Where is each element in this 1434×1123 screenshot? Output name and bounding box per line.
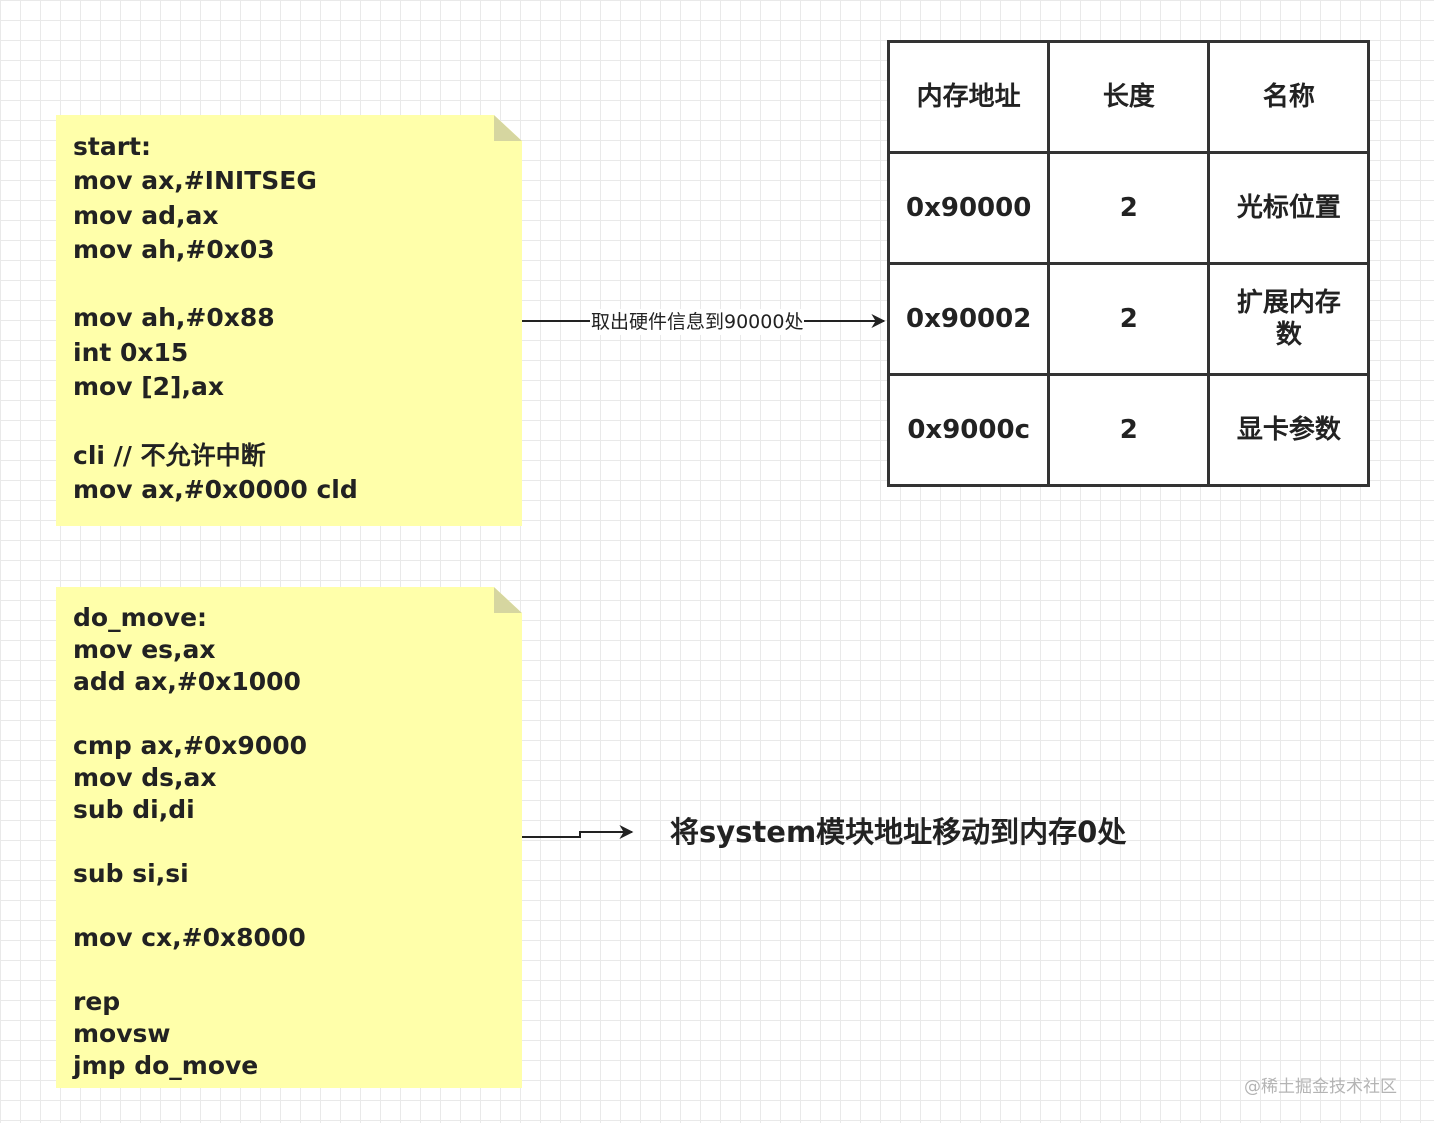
table-row: 0x90000 2 光标位置 xyxy=(886,151,1371,265)
arrow-to-annotation xyxy=(522,825,634,839)
code-line: sub di,di xyxy=(73,795,195,824)
header-length: 长度 xyxy=(1047,40,1211,154)
code-line: mov [2],ax xyxy=(73,372,224,402)
code-note-start: start: mov ax,#INITSEG mov ad,ax mov ah,#0x… xyxy=(56,115,522,526)
code-line: mov ah,#0x03 xyxy=(73,234,275,264)
code-line: do_move: xyxy=(73,603,208,632)
memory-table: 内存地址 长度 名称 0x90000 2 光标位置 0x90002 2 扩展内存… xyxy=(886,40,1371,487)
code-line: mov ax,#INITSEG xyxy=(73,166,317,196)
cell-address: 0x90002 xyxy=(886,262,1051,376)
code-line: int 0x15 xyxy=(73,337,189,367)
table-header-row: 内存地址 长度 名称 xyxy=(886,40,1371,154)
code-line: add ax,#0x1000 xyxy=(73,667,301,696)
code-line: cmp ax,#0x9000 xyxy=(73,731,308,760)
cell-address: 0x90000 xyxy=(886,151,1051,265)
code-line: mov ds,ax xyxy=(73,763,217,792)
code-line: start: xyxy=(73,132,151,161)
cell-length: 2 xyxy=(1047,151,1211,265)
watermark: @稀土掘金技术社区 xyxy=(1244,1077,1397,1097)
cell-name: 显卡参数 xyxy=(1207,373,1371,487)
cell-address: 0x9000c xyxy=(886,373,1051,487)
code-line: rep xyxy=(73,987,121,1016)
header-address: 内存地址 xyxy=(886,40,1051,154)
table-row: 0x9000c 2 显卡参数 xyxy=(886,373,1371,487)
code-line: mov es,ax xyxy=(73,635,216,664)
cell-length: 2 xyxy=(1047,373,1211,487)
code-line: mov ah,#0x88 xyxy=(73,303,275,333)
code-line: sub si,si xyxy=(73,859,189,888)
cell-length: 2 xyxy=(1047,262,1211,376)
arrow-label: 取出硬件信息到90000处 xyxy=(590,309,805,335)
code-line: mov ax,#0x0000 cld xyxy=(73,474,358,504)
code-line: cli // 不允许中断 xyxy=(73,440,266,470)
move-annotation: 将system模块地址移动到内存0处 xyxy=(670,815,1127,849)
cell-name: 扩展内存数 xyxy=(1207,262,1371,376)
header-name: 名称 xyxy=(1207,40,1371,154)
code-line: movsw xyxy=(73,1019,171,1048)
code-note-do-move: do_move:mov es,ax add ax,#0x1000 cmp ax,#0… xyxy=(56,587,522,1088)
code-line: jmp do_move xyxy=(73,1051,259,1080)
cell-name: 光标位置 xyxy=(1207,151,1371,265)
table-row: 0x90002 2 扩展内存数 xyxy=(886,262,1371,376)
code-line: mov cx,#0x8000 xyxy=(73,923,306,952)
code-line: mov ad,ax xyxy=(73,200,219,230)
